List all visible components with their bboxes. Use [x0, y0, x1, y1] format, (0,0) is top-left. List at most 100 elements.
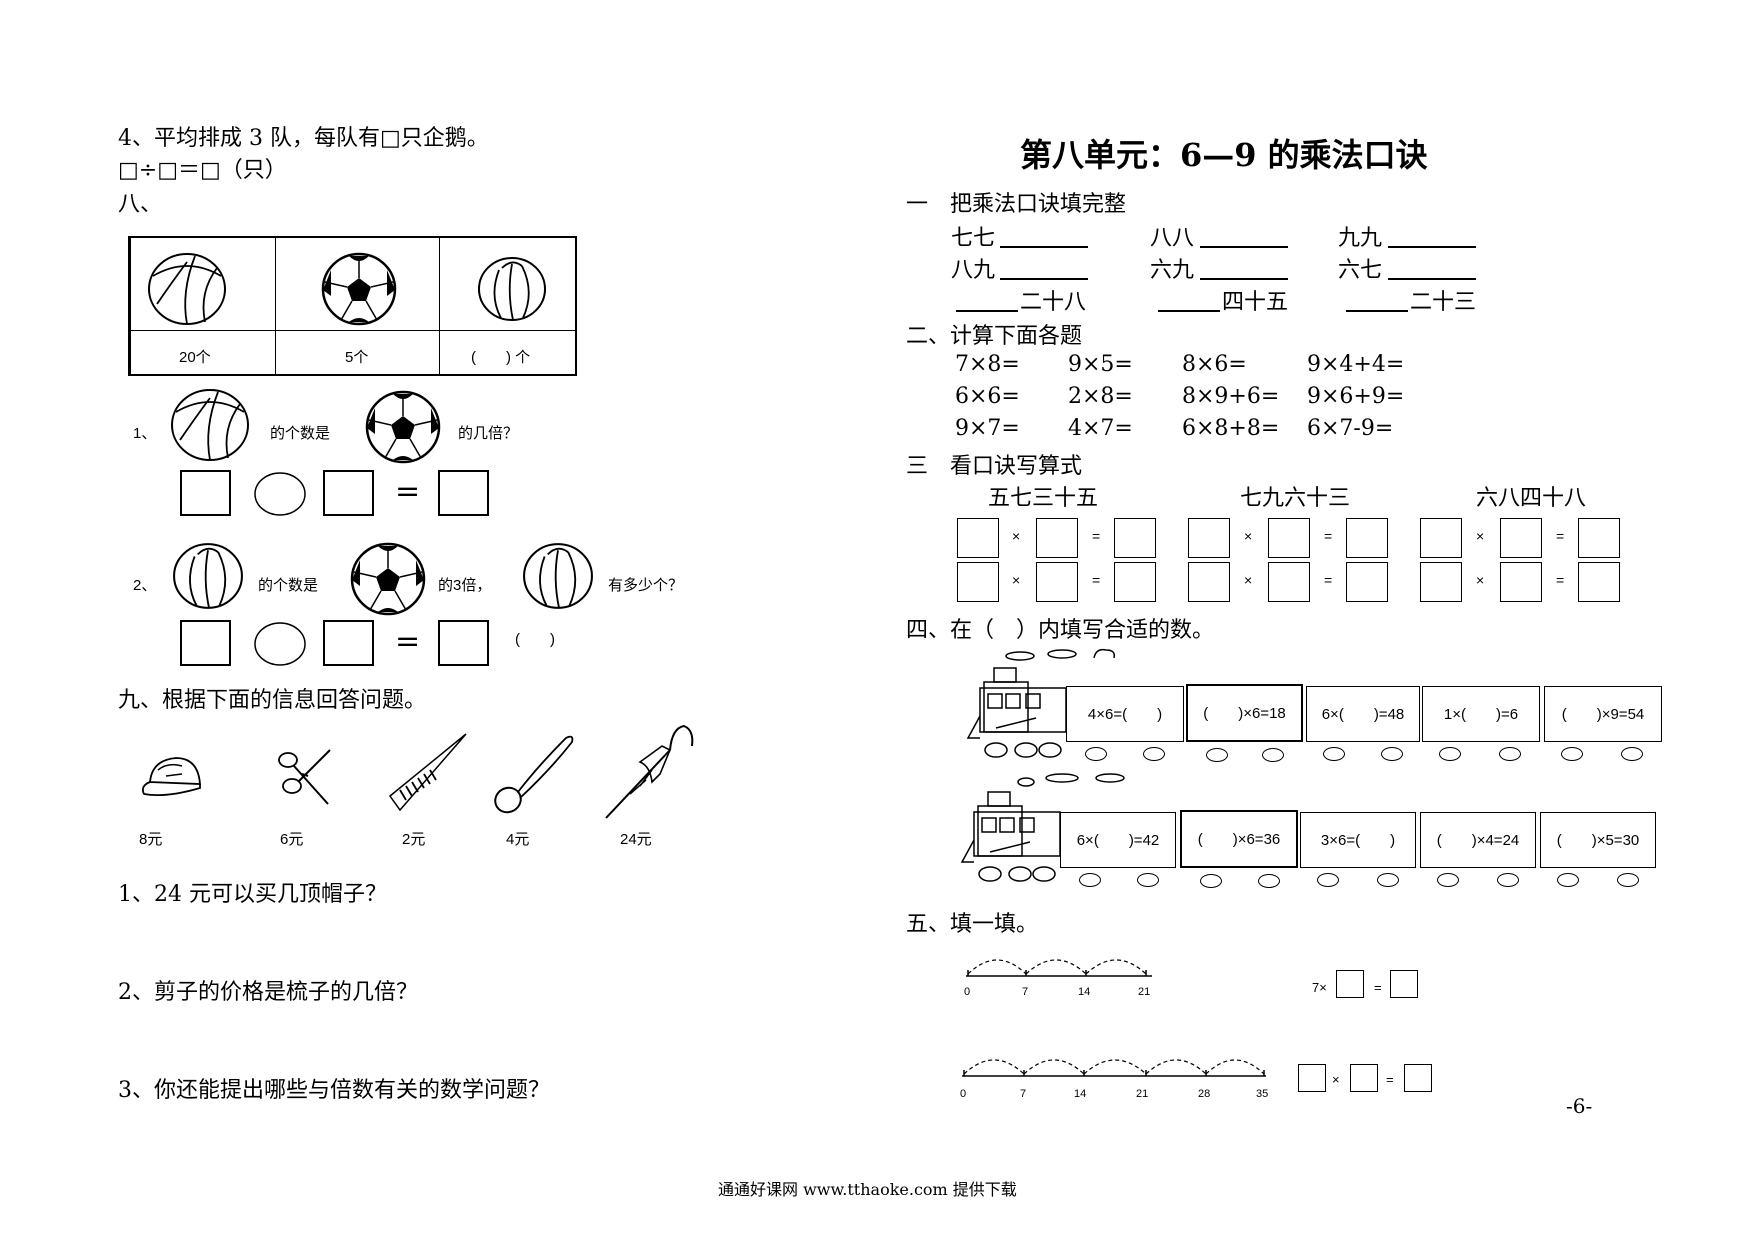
answer-box[interactable] — [438, 470, 489, 516]
rhyme-prompt: 八九 — [951, 258, 996, 283]
answer-box[interactable] — [323, 620, 374, 666]
cap-icon — [141, 757, 201, 797]
operator-circle[interactable] — [254, 472, 306, 516]
train-car[interactable]: ( )×6=36 — [1180, 810, 1298, 888]
rhyme-prompt: 九九 — [1338, 226, 1383, 251]
tick-label: 14 — [1074, 1088, 1087, 1100]
tick-label: 7 — [1022, 986, 1029, 998]
equals-sign: = — [1556, 528, 1565, 544]
train-car[interactable]: ( )×4=24 — [1420, 812, 1536, 887]
times-sign: × — [1244, 528, 1253, 544]
unit-blank[interactable]: ( ) — [515, 631, 555, 648]
number-line-2 — [962, 1059, 1266, 1077]
answer-box[interactable] — [1036, 562, 1078, 602]
fill-blank-line[interactable] — [1200, 246, 1288, 248]
fill-blank-line[interactable] — [1000, 246, 1088, 248]
wheel — [1621, 747, 1643, 761]
tick-label: 21 — [1138, 986, 1151, 998]
train-car[interactable]: 1×( )=6 — [1422, 686, 1540, 761]
wheel — [1137, 873, 1159, 887]
fill-blank-line[interactable] — [1346, 310, 1408, 312]
wheel — [1497, 873, 1519, 887]
calc-item: 9×6+9= — [1307, 384, 1405, 409]
tick-label: 28 — [1198, 1088, 1211, 1100]
wheel — [1437, 873, 1459, 887]
equals-sign: = — [1324, 528, 1333, 544]
equals-sign: = — [1556, 572, 1565, 588]
answer-box[interactable] — [1578, 562, 1620, 602]
calc-item: 9×7= — [955, 416, 1020, 441]
answer-box[interactable] — [1298, 1064, 1326, 1092]
train-car-label: 1×( )=6 — [1443, 706, 1519, 723]
answer-box[interactable] — [1346, 562, 1388, 602]
times-sign: × — [1476, 572, 1485, 588]
answer-box[interactable] — [1114, 518, 1156, 558]
price-comb: 2元 — [402, 831, 426, 848]
locomotive-icon — [966, 667, 1067, 758]
train-car-label: ( )×6=36 — [1197, 831, 1281, 848]
striped-ball-large-icon — [148, 253, 226, 325]
answer-box[interactable] — [438, 620, 489, 666]
answer-box[interactable] — [1390, 970, 1418, 998]
answer-box[interactable] — [1420, 518, 1462, 558]
train-car[interactable]: 3×6=( ) — [1300, 812, 1416, 887]
answer-box[interactable] — [957, 518, 999, 558]
train-car[interactable]: ( )×9=54 — [1544, 686, 1662, 761]
operator-circle[interactable] — [254, 622, 306, 666]
tick-label: 0 — [964, 986, 971, 998]
times-sign: × — [1476, 528, 1485, 544]
calc-item: 6×7-9= — [1307, 416, 1394, 441]
train-car[interactable]: 6×( )=48 — [1306, 686, 1420, 761]
tick-label: 7 — [1020, 1088, 1027, 1100]
section-4-title: 四、在（ ）内填写合适的数。 — [906, 618, 1215, 643]
rhyme-prompt: 六七 — [1338, 258, 1383, 283]
answer-box[interactable] — [1336, 970, 1364, 998]
umbrella-icon — [605, 724, 694, 819]
rhyme-prompt: 八八 — [1150, 226, 1195, 251]
price-umbrella: 24元 — [620, 831, 652, 848]
answer-box[interactable] — [1420, 562, 1462, 602]
rhyme-prompt: 六九 — [1150, 258, 1195, 283]
answer-box[interactable] — [1578, 518, 1620, 558]
answer-box[interactable] — [1036, 518, 1078, 558]
train-car[interactable]: ( )×6=18 — [1186, 684, 1303, 762]
answer-box[interactable] — [1268, 518, 1310, 558]
count-striped-large: 20个 — [179, 349, 211, 366]
answer-box[interactable] — [180, 470, 231, 516]
fill-blank-line[interactable] — [1388, 278, 1476, 280]
answer-box[interactable] — [1188, 518, 1230, 558]
soccer-ball-icon — [321, 252, 397, 326]
wheel — [1206, 748, 1228, 762]
fill-blank-line[interactable] — [1388, 246, 1476, 248]
fill-blank-line[interactable] — [1158, 310, 1220, 312]
answer-box[interactable] — [1114, 562, 1156, 602]
wheel — [1381, 747, 1403, 761]
section-5-title: 五、填一填。 — [906, 912, 1039, 937]
train-car[interactable]: 6×( )=42 — [1060, 812, 1176, 887]
fill-blank-line[interactable] — [1000, 278, 1088, 280]
answer-box[interactable] — [1500, 518, 1542, 558]
answer-box[interactable] — [323, 470, 374, 516]
count-striped-small-blank: ( ) 个 — [471, 349, 531, 366]
answer-box[interactable] — [957, 562, 999, 602]
striped-ball-icon — [173, 543, 243, 609]
answer-box[interactable] — [1188, 562, 1230, 602]
comb-icon — [388, 733, 467, 812]
answer-box[interactable] — [180, 620, 231, 666]
train-car-label: ( )×4=24 — [1436, 832, 1520, 849]
train-car[interactable]: ( )×5=30 — [1540, 812, 1656, 887]
train-car-label: ( )×6=18 — [1203, 705, 1286, 722]
rhyme-suffix: 四十五 — [1222, 290, 1289, 315]
equals-sign: = — [395, 624, 421, 659]
answer-box[interactable] — [1346, 518, 1388, 558]
answer-box[interactable] — [1404, 1064, 1432, 1092]
answer-box[interactable] — [1500, 562, 1542, 602]
equals-sign: = — [1092, 528, 1101, 544]
fill-blank-line[interactable] — [1200, 278, 1288, 280]
question-9-2: 2、剪子的价格是梳子的几倍？ — [118, 980, 418, 1005]
answer-box[interactable] — [1268, 562, 1310, 602]
wheel — [1079, 873, 1101, 887]
fill-blank-line[interactable] — [956, 310, 1018, 312]
train-car[interactable]: 4×6=( ) — [1066, 686, 1184, 761]
answer-box[interactable] — [1350, 1064, 1378, 1092]
